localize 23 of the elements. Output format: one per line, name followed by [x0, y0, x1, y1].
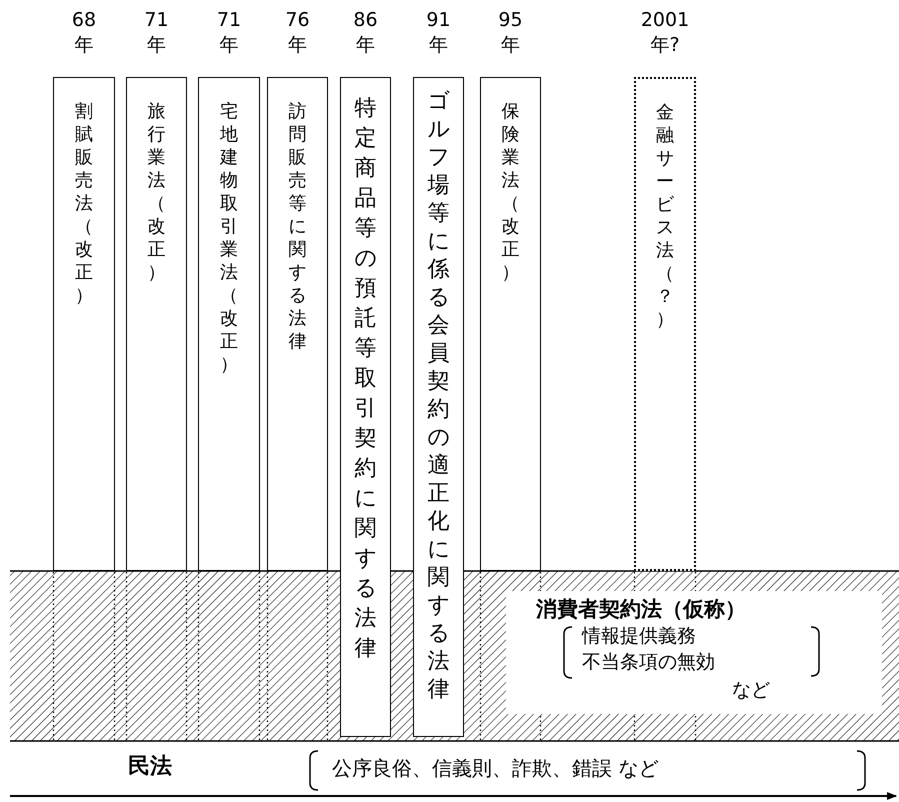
year-label: 68年: [72, 8, 96, 58]
section-label: 民法: [128, 754, 172, 780]
list-text: 公序良俗、信義則、詐欺、錯誤 など: [332, 756, 658, 780]
law-name: ゴルフ場等に係る会員契約の適正化に関する法律: [428, 88, 450, 704]
law-name: 保険業法（改正）: [502, 100, 520, 284]
list-item: 不当条項の無効: [582, 651, 715, 674]
list-item: 情報提供義務: [582, 625, 696, 648]
box-title: 消費者契約法（仮称）: [536, 597, 746, 622]
law-name: 訪問販売等に関する法律: [288, 100, 306, 353]
year-label: 71年: [144, 8, 169, 58]
law-name: 金融サービス法（？）: [656, 101, 674, 331]
year-label: 76年: [285, 8, 310, 58]
law-name: 旅行業法（改正）: [148, 100, 166, 284]
year-label: 91年: [426, 8, 451, 58]
year-label: 2001年?: [640, 8, 690, 58]
law-name: 特定商品等の預託等取引契約に関する法律: [354, 95, 376, 663]
year-label: 71年: [216, 8, 242, 58]
law-name: 宅地建物取引業法（改正）: [220, 100, 238, 376]
law-name: 割賦販売法（改正）: [75, 100, 93, 307]
law-box: [506, 591, 882, 714]
year-label: 86年: [353, 8, 378, 58]
year-label: 95年: [498, 8, 523, 58]
note-text: など: [732, 679, 770, 702]
